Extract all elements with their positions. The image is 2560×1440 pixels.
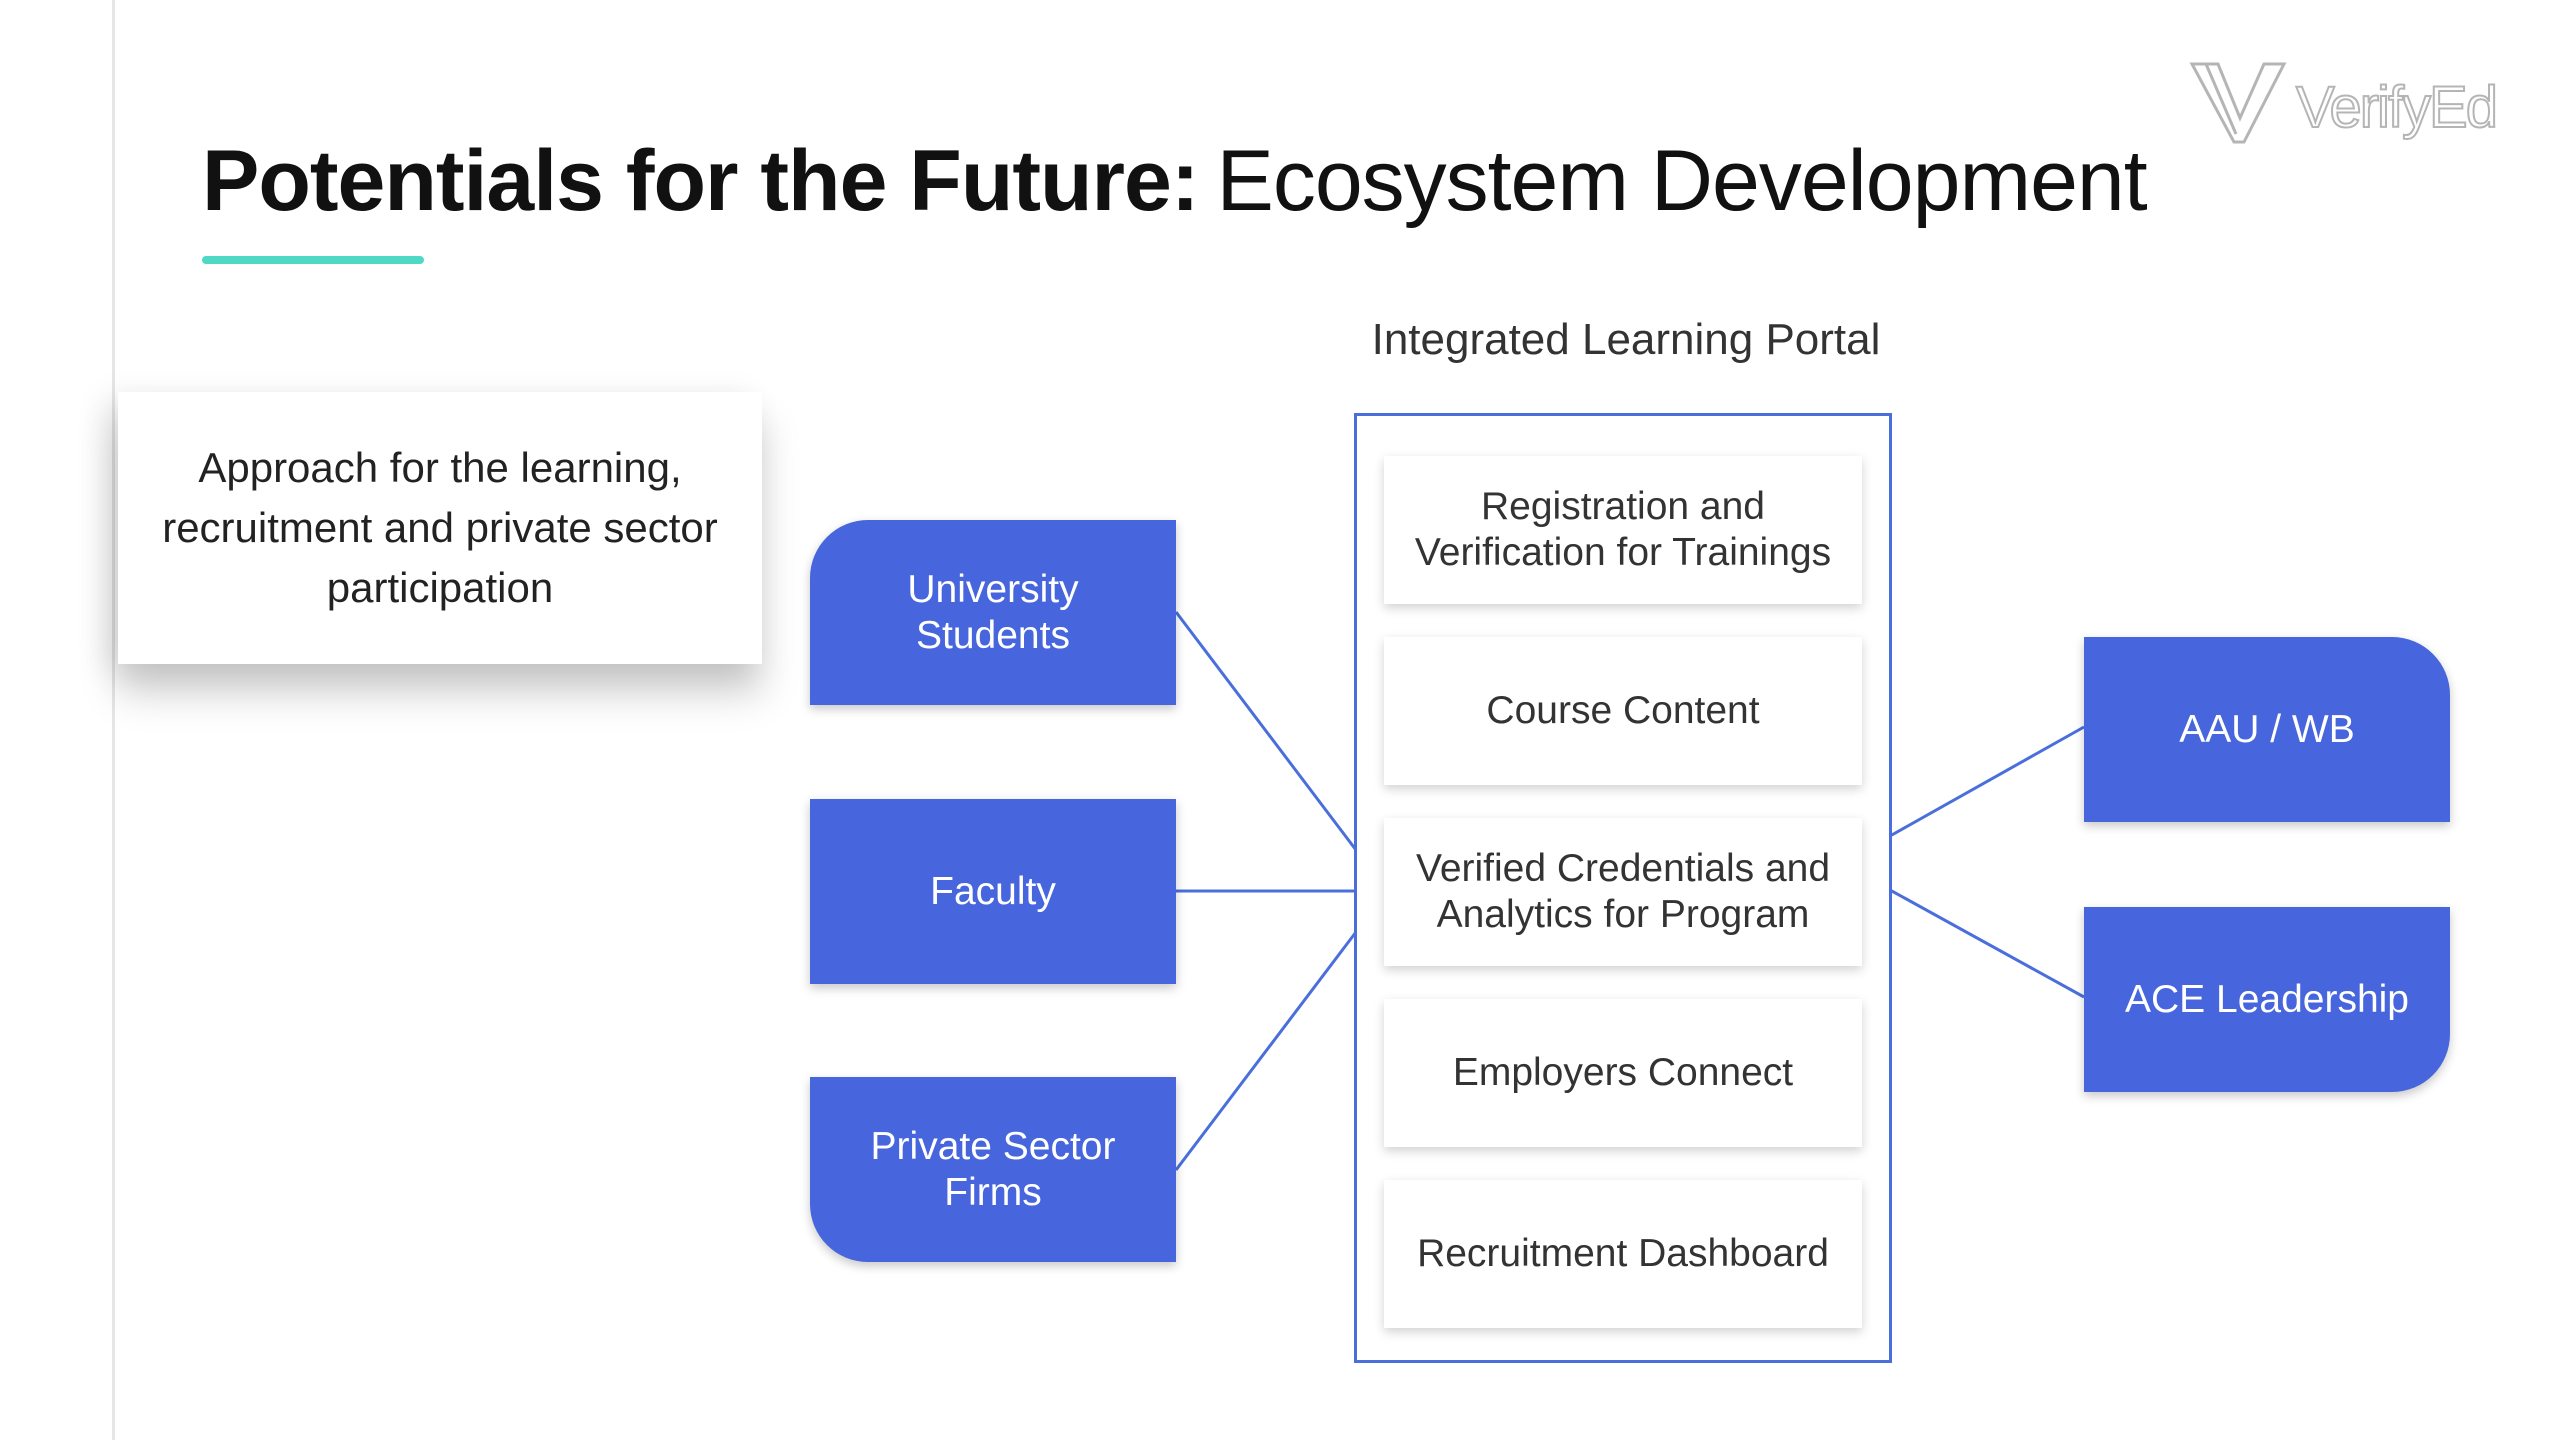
portal-item-verified-credentials: Verified Credentials and Analytics for P… bbox=[1384, 818, 1862, 966]
input-box-university-students: University Students bbox=[810, 520, 1176, 705]
portal-item-recruitment-dashboard: Recruitment Dashboard bbox=[1384, 1180, 1862, 1328]
portal-frame bbox=[1354, 413, 1892, 1363]
logo-wordmark: VerifyEd bbox=[2295, 74, 2499, 141]
verifyed-logo: VerifyEd bbox=[2188, 58, 2499, 148]
page-title-light: Ecosystem Development bbox=[1216, 133, 2147, 229]
output-box-ace-leadership: ACE Leadership bbox=[2084, 907, 2450, 1092]
portal-item-employers-connect: Employers Connect bbox=[1384, 999, 1862, 1147]
connector-portal-aau bbox=[1889, 725, 2085, 838]
verifyed-v-logo-icon bbox=[2189, 62, 2287, 144]
portal-item-course-content: Course Content bbox=[1384, 637, 1862, 785]
left-margin-rule bbox=[112, 0, 115, 1440]
title-underline bbox=[202, 256, 424, 264]
input-box-private-sector-firms: Private Sector Firms bbox=[810, 1077, 1176, 1262]
connector-students-portal bbox=[1174, 611, 1358, 851]
page-title-bold: Potentials for the Future: bbox=[202, 133, 1199, 229]
portal-heading: Integrated Learning Portal bbox=[1371, 315, 1881, 364]
connector-portal-ace bbox=[1889, 888, 2085, 999]
approach-note-text: Approach for the learning, recruitment a… bbox=[162, 444, 718, 611]
approach-note-card: Approach for the learning, recruitment a… bbox=[118, 392, 762, 664]
input-box-faculty: Faculty bbox=[810, 799, 1176, 984]
portal-item-registration: Registration and Verification for Traini… bbox=[1384, 456, 1862, 604]
output-box-aau-wb: AAU / WB bbox=[2084, 637, 2450, 822]
connector-private-portal bbox=[1174, 931, 1358, 1171]
page-title: Potentials for the Future:Ecosystem Deve… bbox=[202, 126, 2148, 236]
